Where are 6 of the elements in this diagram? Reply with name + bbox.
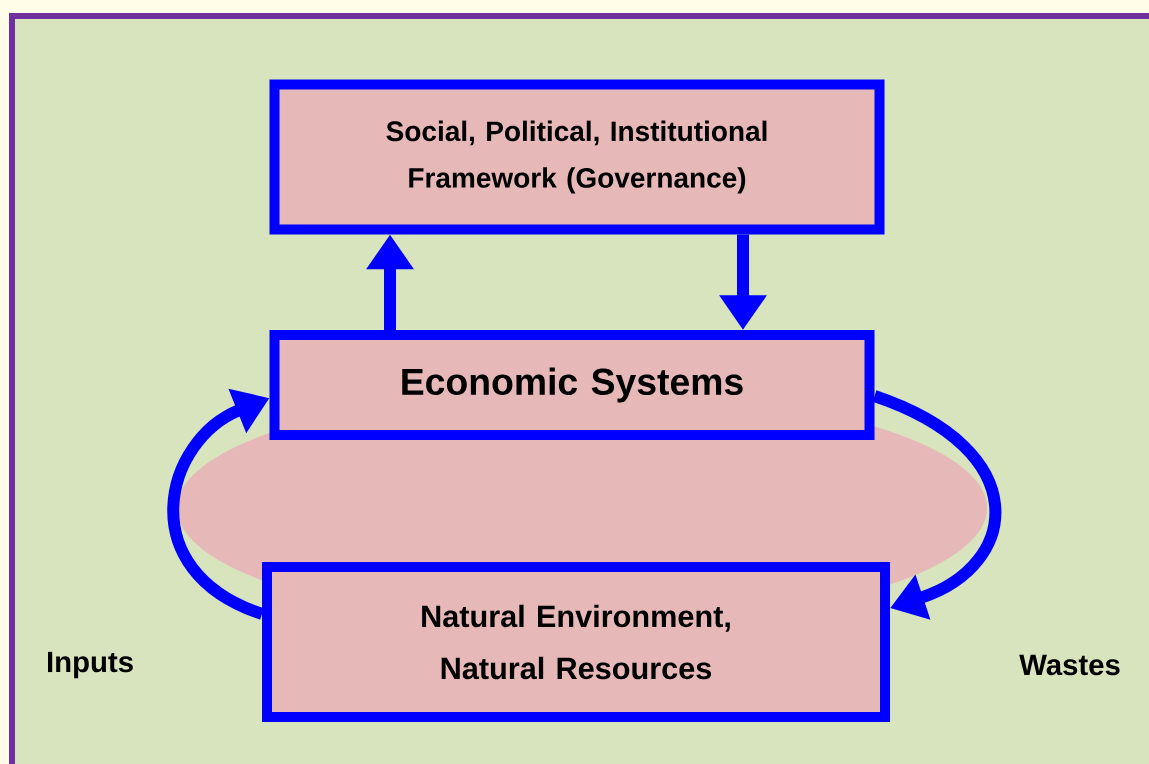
text-box: Natural Environment, Natural Resources [262, 562, 890, 722]
text-box: Social, Political, Institutional Framework (Governance) [269, 79, 885, 235]
flow-label: Inputs [47, 651, 133, 679]
arrow [872, 390, 1001, 620]
text-box: Economic Systems [269, 330, 875, 440]
flow-label: Wastes [1019, 654, 1120, 676]
